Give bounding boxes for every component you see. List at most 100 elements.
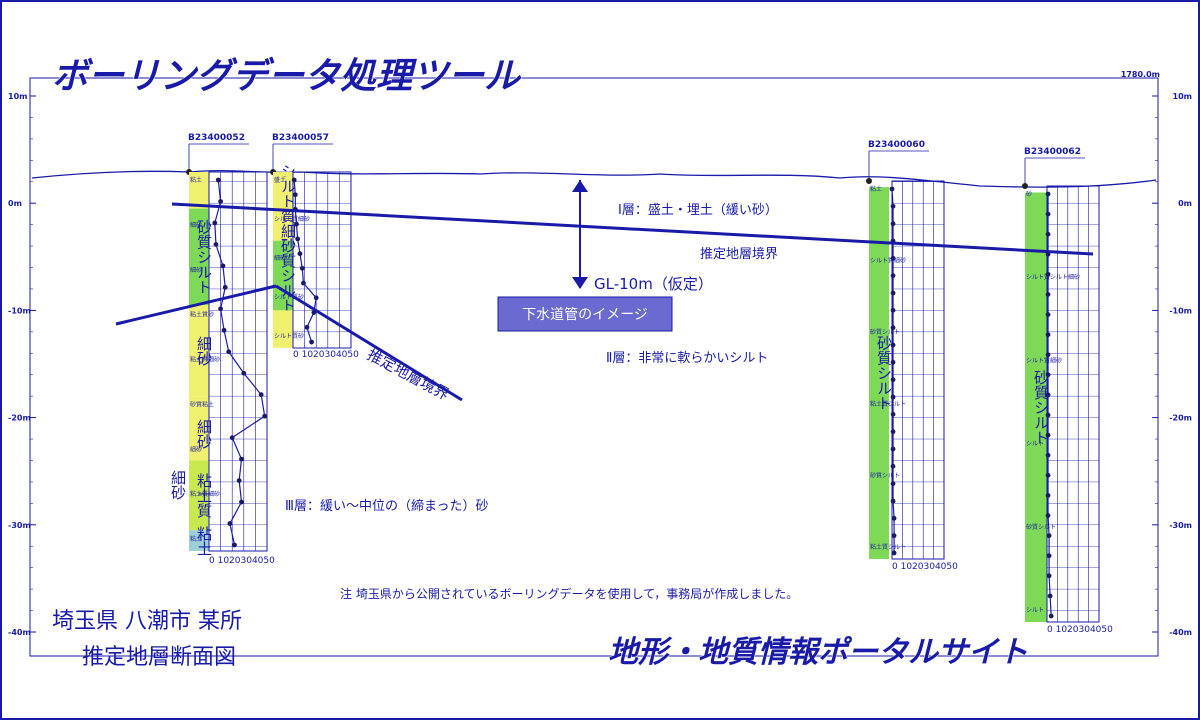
- depth-tick-right: -10m: [1169, 306, 1192, 315]
- n-value-point: [218, 306, 224, 312]
- n-value-point: [309, 339, 314, 345]
- n-value-point: [1045, 312, 1051, 317]
- n-value-point: [1047, 593, 1053, 599]
- n-value-point: [890, 481, 896, 487]
- soil-layer: [869, 187, 889, 559]
- n-value-point: [890, 307, 896, 313]
- n-value-point: [890, 446, 896, 452]
- n-value-point: [1045, 271, 1051, 277]
- small-soil-label: 砂質シルト: [1026, 523, 1056, 531]
- n-value-point: [227, 521, 233, 526]
- small-soil-label: 粘土質シルト: [870, 543, 906, 551]
- depth-tick-right: -30m: [1169, 521, 1192, 530]
- soil-layer-label: 砂質シルト: [1032, 370, 1050, 445]
- small-soil-label: 盛土: [274, 176, 286, 184]
- n-value-grid: [891, 180, 945, 560]
- gl-arrow-head-down: [572, 277, 588, 289]
- small-soil-label: 粘土: [870, 185, 882, 193]
- layer3-label: Ⅲ層：緩い〜中位の（締まった）砂: [285, 498, 488, 514]
- n-value-point: [218, 199, 224, 204]
- soil-layer-top: [273, 172, 293, 177]
- small-soil-label: 砂: [1026, 190, 1032, 198]
- n-value-point: [890, 394, 896, 400]
- small-soil-label: シルト質砂: [274, 293, 304, 301]
- gl-label: GL-10m（仮定）: [594, 275, 713, 293]
- place-line2: 推定地層断面図: [82, 645, 236, 670]
- n-value-point: [226, 349, 232, 355]
- small-soil-label: 粘土質砂: [190, 311, 214, 319]
- n-value-point: [1045, 493, 1051, 498]
- n-value-line: [293, 179, 317, 343]
- n-value-point: [890, 377, 896, 383]
- small-soil-label: シルト質細砂: [1026, 356, 1062, 364]
- n-value-point: [297, 251, 303, 257]
- place-line1: 埼玉県 八潮市 某所: [52, 609, 242, 634]
- small-soil-label: 細砂: [274, 254, 286, 262]
- n-value-point: [239, 456, 244, 462]
- depth-tick-right: -40m: [1169, 628, 1192, 637]
- soil-layer: [189, 460, 209, 531]
- portal-site-name: 地形・地質情報ポータルサイト: [608, 635, 1028, 670]
- footnote: 注 埼玉県から公開されているボーリングデータを使用して，事務局が作成しました。: [340, 586, 798, 601]
- boundary-line-lower-left: [115, 284, 277, 326]
- n-value-point: [294, 221, 299, 227]
- n-value-point: [890, 221, 896, 227]
- small-soil-label: シルト: [1026, 441, 1044, 448]
- n-value-point: [891, 515, 897, 521]
- n-value-point: [889, 186, 895, 192]
- n-value-point: [890, 255, 896, 261]
- depth-tick-right: -20m: [1169, 414, 1192, 423]
- small-soil-label: 細砂: [190, 266, 202, 274]
- soil-layer: [189, 208, 209, 306]
- depth-tick-left: -30m: [8, 521, 31, 530]
- borehole-id: B23400060: [868, 140, 925, 150]
- layer1-label: Ⅰ層：盛土・埋土（緩い砂）: [618, 203, 778, 218]
- distance-label: 1780.0m: [1121, 70, 1160, 79]
- small-soil-label: シルト質細砂: [870, 257, 906, 265]
- n-value-point: [221, 327, 227, 333]
- n-scale-label: 0 1020304050: [892, 562, 958, 572]
- n-value-line: [214, 179, 266, 546]
- n-value-point: [212, 220, 218, 226]
- n-value-point: [222, 284, 228, 290]
- n-value-point: [1045, 392, 1051, 398]
- n-value-point: [291, 177, 297, 183]
- n-value-point: [1045, 472, 1051, 478]
- soil-layer-top: [189, 172, 209, 209]
- small-soil-label: 粘土: [190, 176, 202, 184]
- n-value-point: [1045, 412, 1051, 418]
- n-value-point: [232, 542, 237, 548]
- n-scale-label: 0 1020304050: [293, 350, 359, 360]
- borehole-id: B23400052: [188, 133, 245, 143]
- n-value-point: [1045, 352, 1051, 358]
- depth-tick-left: -20m: [8, 414, 31, 423]
- boundary-line-upper: [171, 202, 1094, 256]
- n-value-point: [1046, 573, 1052, 579]
- n-value-point: [1045, 332, 1051, 338]
- n-scale-label: 0 1020304050: [209, 556, 275, 566]
- soil-layer-label: 砂質シルト: [279, 238, 297, 313]
- small-soil-label: 砂質粘土: [190, 400, 214, 408]
- n-value-point: [236, 478, 242, 483]
- gl-arrow-head-up: [572, 180, 588, 192]
- sewer-pipe-box: [497, 296, 673, 332]
- n-value-line: [891, 188, 895, 553]
- small-soil-label: 細砂: [190, 221, 202, 229]
- ground-surface-line: [31, 169, 1157, 188]
- depth-tick-left: 10m: [8, 92, 27, 101]
- n-scale-label: 0 1020304050: [1047, 625, 1113, 635]
- n-value-point: [1045, 452, 1051, 458]
- small-soil-label: 粘土質シルト: [870, 400, 906, 408]
- n-value-point: [1045, 231, 1051, 237]
- n-value-point: [1045, 292, 1051, 297]
- small-soil-label: シルト質シルト細砂: [1026, 273, 1080, 281]
- small-soil-label: シルト質砂: [274, 332, 304, 340]
- borehole-head-dot: [1022, 183, 1028, 189]
- borehole-head-dot: [866, 178, 872, 184]
- n-value-point: [304, 324, 310, 330]
- n-value-point: [890, 498, 896, 504]
- page-title: ボーリングデータ処理ツール: [52, 56, 522, 97]
- boundary-line-lower-right: [275, 284, 463, 402]
- soil-layer-label: 砂質シルト: [875, 336, 893, 411]
